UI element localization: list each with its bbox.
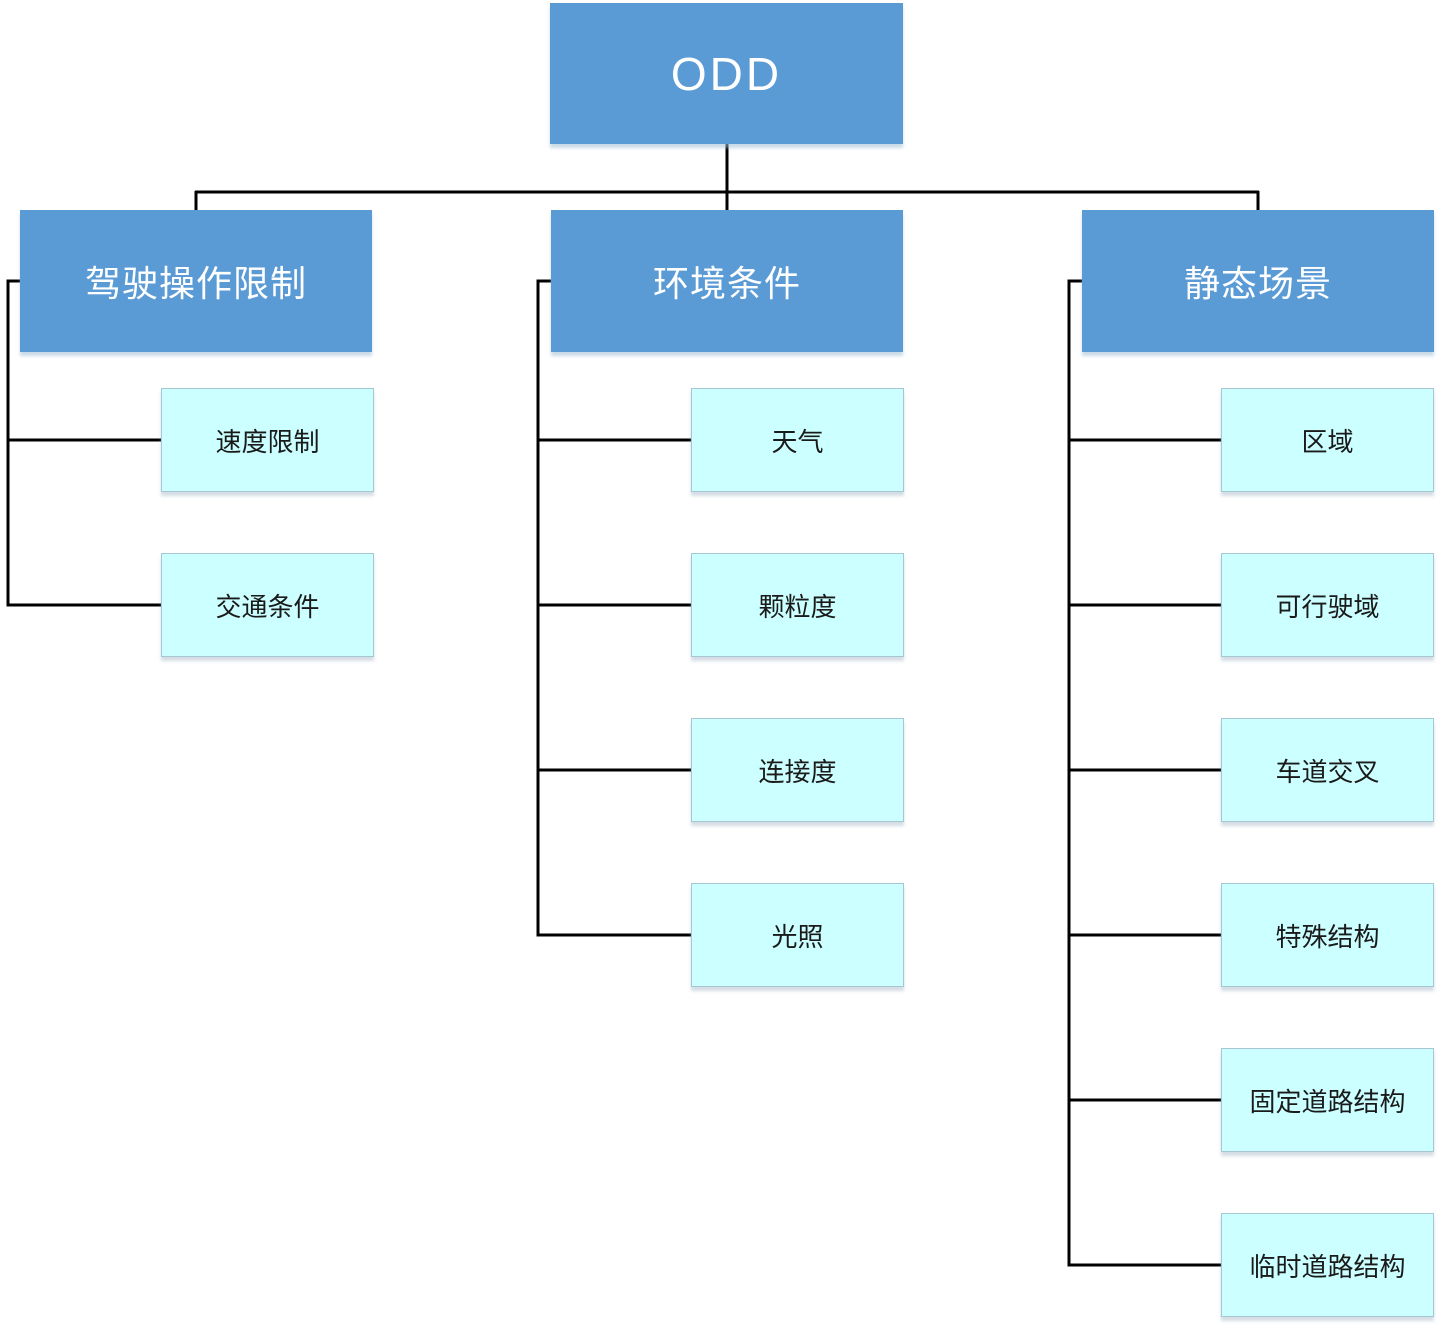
leaf-node-special-structures: 特殊结构 [1221,883,1434,987]
branch-node-static-scene: 静态场景 [1082,210,1434,352]
leaf-node-lane-crossing: 车道交叉 [1221,718,1434,822]
leaf-node-label: 交通条件 [215,591,320,622]
leaf-node-granularity: 颗粒度 [691,553,904,657]
leaf-node-traffic-conditions: 交通条件 [161,553,374,657]
leaf-node-label: 颗粒度 [758,591,837,622]
leaf-node-label: 可行驶域 [1275,591,1380,622]
leaf-node-label: 速度限制 [215,426,320,457]
leaf-node-temporary-road-structures: 临时道路结构 [1221,1213,1434,1317]
leaf-node-region: 区域 [1221,388,1434,492]
branch-node-driving-operation-limits: 驾驶操作限制 [20,210,372,352]
leaf-node-label: 天气 [771,426,824,457]
leaf-node-illumination: 光照 [691,883,904,987]
leaf-node-label: 临时道路结构 [1249,1251,1406,1282]
root-node-label: ODD [670,47,783,100]
branch-node-label: 驾驶操作限制 [84,263,307,304]
branch-node-label: 静态场景 [1183,263,1332,304]
root-node-odd: ODD [550,3,903,144]
leaf-node-label: 区域 [1301,426,1354,457]
leaf-node-drivable-area: 可行驶域 [1221,553,1434,657]
branch-node-environmental-conditions: 环境条件 [551,210,903,352]
leaf-node-connectivity: 连接度 [691,718,904,822]
leaf-node-fixed-road-structures: 固定道路结构 [1221,1048,1434,1152]
leaf-node-weather: 天气 [691,388,904,492]
branch-node-label: 环境条件 [652,263,801,304]
leaf-node-label: 固定道路结构 [1249,1086,1406,1117]
leaf-node-label: 连接度 [758,756,837,787]
leaf-node-label: 特殊结构 [1275,921,1380,952]
leaf-node-label: 光照 [771,921,824,952]
leaf-node-label: 车道交叉 [1275,756,1380,787]
leaf-node-speed-limit: 速度限制 [161,388,374,492]
